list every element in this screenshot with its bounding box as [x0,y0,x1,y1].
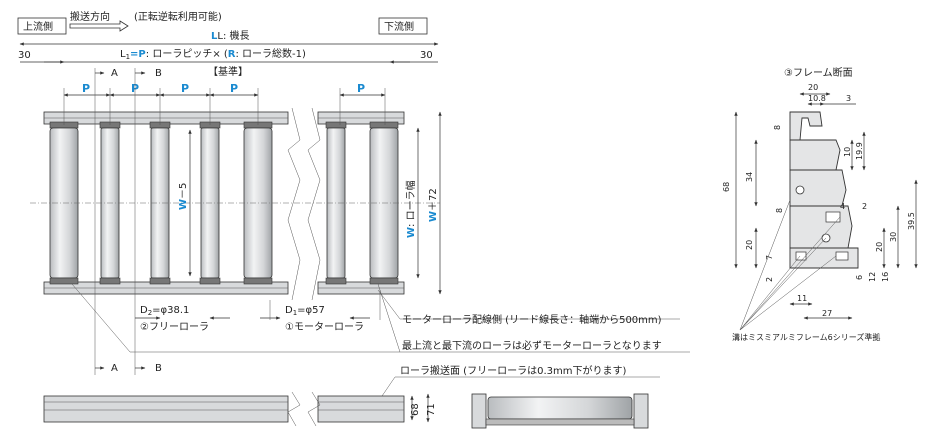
frame-dim-4: 4 [840,202,845,211]
frame-dim-6: 6 [855,275,864,280]
frame-dim-27: 27 [822,309,832,318]
reference-label: 【基準】 [208,65,248,78]
pitch-label-4: P [230,82,238,95]
frame-dim-8-top: 8 [773,125,782,130]
frame-dim-39-5: 39.5 [907,212,916,230]
frame-dim-12: 12 [868,272,877,282]
upstream-box [17,17,67,35]
side-view [43,391,405,427]
frame-dim-68: 68 [722,182,731,192]
b-label-top: B [155,68,162,79]
frame-dim-20-left: 20 [745,240,754,250]
direction-note: (正転逆転利用可能) [134,10,222,23]
motor-roller-label: ①モーターローラ [285,321,364,333]
top-frame-rail [43,111,405,125]
downstream-label: 下流側 [384,20,414,33]
groove-note: 溝はミスミアルミフレーム6シリーズ準拠 [732,332,880,342]
a-label-top: A [111,68,118,79]
frame-dim-8-mid: 8 [775,208,784,213]
frame-dim-2-bottom: 2 [765,277,774,282]
frame-dim-19-9: 19.9 [855,142,864,160]
frame-dim-7: 7 [765,255,774,260]
upstream-downstream-note: 最上流と最下流のローラは必ずモーターローラとなります [402,339,662,352]
motor-wiring-note: モーターローラ配線側 (リード線長さ：軸端から500mm) [402,313,662,326]
break-line-right [307,107,321,301]
bottom-frame-rail [43,281,405,295]
conveying-surface-note: ローラ搬送面 (フリーローラは0.3mm下がります) [400,364,626,377]
roller-width-label: W: ローラ幅 [404,180,417,238]
frame-dim-16: 16 [881,272,890,282]
pitch-formula: L1=P: ローラピッチ× (R: ローラ総数-1) [120,47,306,61]
machine-length-label: LL: 機長 [211,29,250,42]
frame-section-title: ③フレーム断面 [784,66,853,79]
frame-dim-30: 30 [889,232,898,242]
upstream-label: 上流側 [23,20,53,33]
b-label-bottom: B [155,363,162,374]
frame-dim-10: 10 [843,147,852,157]
frame-dim-34: 34 [745,172,754,182]
frame-dim-11: 11 [797,294,807,303]
side-71: 71 [426,403,437,416]
a-label-bottom: A [111,363,118,374]
direction-label: 搬送方向 [70,10,110,23]
end-view [471,393,649,429]
downstream-box [378,17,428,35]
frame-dim-20-top: 20 [808,83,818,92]
pitch-label-5: P [357,82,365,95]
w-plus-72-label: W＋72 [428,188,439,222]
motor-roller-dia: D1=φ57 [285,305,325,317]
break-line-left [287,107,301,301]
frame-dim-20-right: 20 [875,242,884,252]
frame-dim-10-8: 10.8 [808,94,826,103]
w-minus-5-label: W－5 [178,183,189,210]
free-roller-dia: D2=φ38.1 [140,305,189,317]
direction-arrow-icon [69,20,129,32]
frame-profile [789,111,859,269]
free-roller-label: ②フリーローラ [140,321,209,333]
left-30: 30 [18,50,31,61]
side-68: 68 [410,403,421,416]
frame-dim-3: 3 [846,94,851,103]
pitch-label-1: P [82,82,90,95]
frame-dim-2-mid: 2 [862,202,867,211]
right-30: 30 [420,50,433,61]
pitch-label-3: P [181,82,189,95]
